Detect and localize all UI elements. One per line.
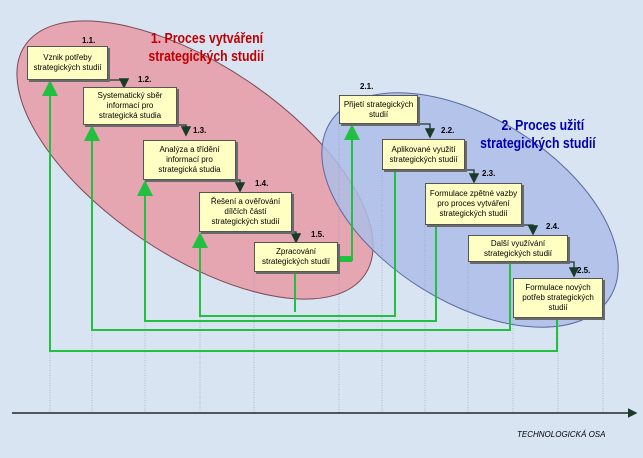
link-junction <box>338 256 352 262</box>
step-number: 2.4. <box>546 222 560 231</box>
step-number: 1.4. <box>255 179 269 188</box>
step-label: Vznik potřeby strategických studií <box>33 53 102 72</box>
step-number: 1.3. <box>193 126 207 135</box>
connector-2-2-to-2-3 <box>465 169 480 184</box>
connector-2-4-to-2-5 <box>568 261 580 278</box>
process1-title: 1. Proces vytváření strategických studií <box>148 30 264 66</box>
step-label: Analýza a třídění informací pro strategi… <box>158 145 221 174</box>
process2-title-line2: strategických studií <box>480 135 596 152</box>
step-number: 2.5. <box>577 266 591 275</box>
connector-2-3-to-2-4 <box>522 224 539 236</box>
process1-title-line1: 1. Proces vytváření <box>150 30 264 47</box>
step-number: 2.3. <box>482 169 496 178</box>
process2-title-line1: 2. Proces užití <box>501 117 585 134</box>
step-box-2-3[interactable]: Formulace zpětné vazby pro proces vytvář… <box>425 183 522 225</box>
process2-title: 2. Proces užití strategických studií <box>480 117 596 153</box>
axis-label: TECHNOLOGICKÁ OSA <box>517 430 606 439</box>
feedback-loop-2-2-to-1-4 <box>192 170 396 317</box>
step-label: Přijetí strategických studií <box>343 99 414 119</box>
step-box-1-1[interactable]: Vznik potřeby strategických studií <box>27 46 108 80</box>
feedback-loop-2-5-to-1-1 <box>42 80 558 352</box>
step-label: Formulace nových potřeb strategických st… <box>522 283 594 312</box>
step-box-2-5[interactable]: Formulace nových potřeb strategických st… <box>513 278 603 318</box>
step-number: 1.2. <box>138 75 152 84</box>
step-box-2-4[interactable]: Další využívání strategických studií <box>468 235 568 262</box>
step-box-1-3[interactable]: Analýza a třídění informací pro strategi… <box>143 140 236 180</box>
step-number: 2.1. <box>360 82 374 91</box>
step-number: 2.2. <box>441 126 455 135</box>
connector-1-4-to-1-5 <box>290 231 302 244</box>
connector-1-2-to-1-3 <box>177 124 192 137</box>
step-label: Systematický sběr informací pro strategi… <box>97 91 163 120</box>
connector-1-3-to-1-4 <box>234 179 246 193</box>
step-label: Řešení a ověřování dílčích částí strateg… <box>210 197 281 226</box>
step-box-1-4[interactable]: Řešení a ověřování dílčích částí strateg… <box>199 192 292 232</box>
step-box-1-5[interactable]: Zpracování strategických studií <box>254 242 338 272</box>
connector-1-1-to-1-2 <box>108 78 130 89</box>
step-label: Formulace zpětné vazby pro proces vytvář… <box>429 189 518 218</box>
feedback-loop-2-4-to-1-2 <box>84 125 511 331</box>
step-label: Zpracování strategických studií <box>261 247 331 266</box>
step-box-1-2[interactable]: Systematický sběr informací pro strategi… <box>83 87 177 125</box>
feedback-loop-2-3-to-1-3 <box>137 180 437 322</box>
step-number: 1.5. <box>311 230 325 239</box>
step-number: 1.1. <box>82 36 96 45</box>
feedback-loops <box>42 78 580 352</box>
step-box-2-1[interactable]: Přijetí strategických studií <box>339 95 418 124</box>
connector-2-1-to-2-2 <box>418 123 436 139</box>
step-label: Další využívání strategických studií <box>483 238 553 258</box>
step-box-2-2[interactable]: Aplikované využití strategických studií <box>382 139 465 170</box>
process1-title-line2: strategických studií <box>148 48 264 65</box>
step-label: Aplikované využití strategických studií <box>389 144 458 164</box>
